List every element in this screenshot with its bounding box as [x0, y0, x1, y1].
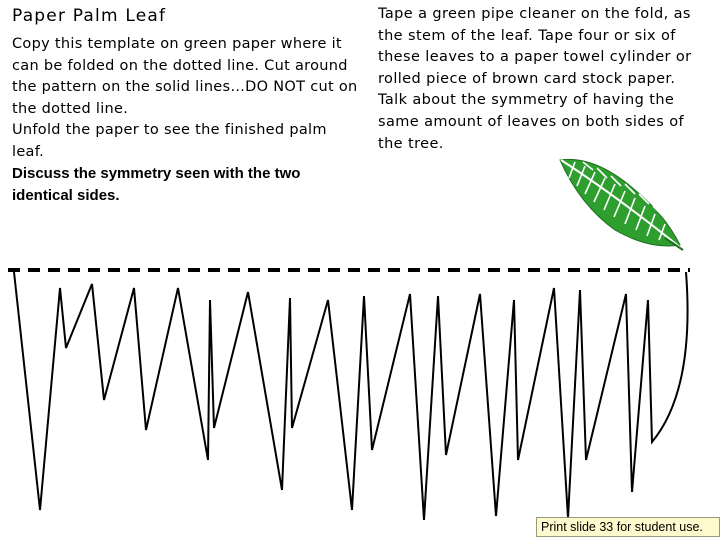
- instruction-tape: Tape a green pipe cleaner on the fold, a…: [378, 6, 692, 87]
- instruction-discuss: Discuss the symmetry seen with the two i…: [12, 165, 301, 204]
- cut-outline: [13, 271, 689, 521]
- instruction-unfold: Unfold the paper to see the finished pal…: [12, 122, 327, 160]
- palm-leaf-icon: [559, 158, 684, 251]
- right-instructions: Tape a green pipe cleaner on the fold, a…: [378, 4, 713, 155]
- instruction-copy: Copy this template on green paper where …: [12, 36, 358, 117]
- leaf-cutting-template: [8, 268, 690, 521]
- print-note: Print slide 33 for student use.: [536, 517, 720, 537]
- page-title: Paper Palm Leaf: [12, 6, 167, 26]
- left-instructions: Copy this template on green paper where …: [12, 34, 362, 206]
- instruction-talk: Talk about the symmetry of having the sa…: [378, 92, 685, 152]
